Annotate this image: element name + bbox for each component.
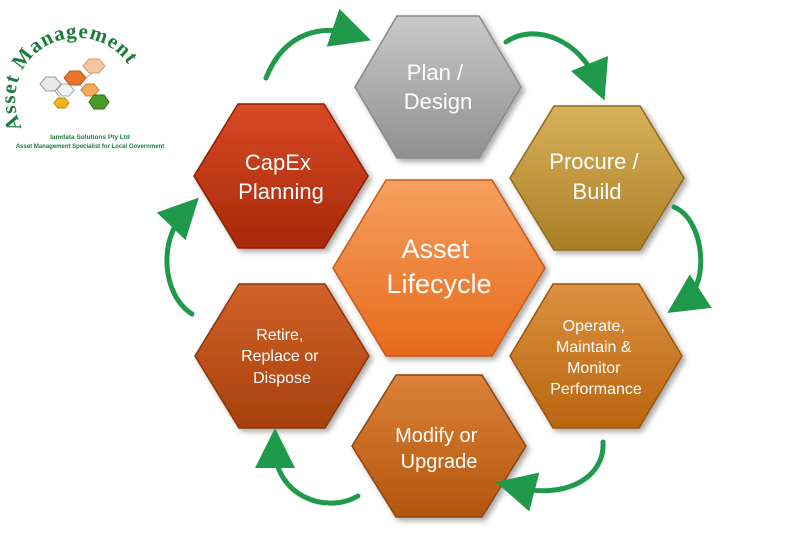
- center-asset-lifecycle: Asset Lifecycle: [332, 179, 546, 357]
- logo-company: Iamdata Solutions Pty Ltd: [50, 134, 130, 141]
- stage-label-operate-maintain: Operate, Maintain & Monitor Performance: [550, 318, 642, 398]
- stage-label-procure-build: Procure / Build: [549, 149, 644, 204]
- logo-hexagons: [39, 58, 110, 110]
- logo-tagline: Asset Management Specialist for Local Go…: [16, 144, 164, 150]
- stage-operate-maintain: Operate, Maintain & Monitor Performance: [509, 283, 683, 429]
- arrow-modify-to-retire: [255, 428, 361, 506]
- cycle-arrows: [156, 8, 712, 512]
- company-logo: Asset Management Iamdata Solutions Pty L…: [0, 19, 164, 150]
- stage-plan-design: Plan / Design: [354, 15, 522, 159]
- arrow-procure-to-operate: [667, 204, 712, 313]
- center-label: Asset Lifecycle: [386, 234, 491, 299]
- stage-capex-planning: CapEx Planning: [193, 103, 369, 249]
- stage-retire-replace: Retire, Replace or Dispose: [194, 283, 370, 429]
- stage-label-capex-planning: CapEx Planning: [238, 150, 324, 204]
- arrow-operate-to-modify: [495, 439, 606, 512]
- stage-label-modify-upgrade: Modify or Upgrade: [395, 425, 483, 473]
- arrow-capex-to-plan: [263, 8, 371, 81]
- stage-procure-build: Procure / Build: [509, 105, 685, 251]
- arrow-retire-to-capex: [156, 197, 199, 317]
- arrow-plan-to-procure: [503, 31, 609, 101]
- stage-label-plan-design: Plan / Design: [404, 60, 472, 114]
- stage-label-retire-replace: Retire, Replace or Dispose: [241, 327, 323, 387]
- stage-modify-upgrade: Modify or Upgrade: [351, 374, 527, 518]
